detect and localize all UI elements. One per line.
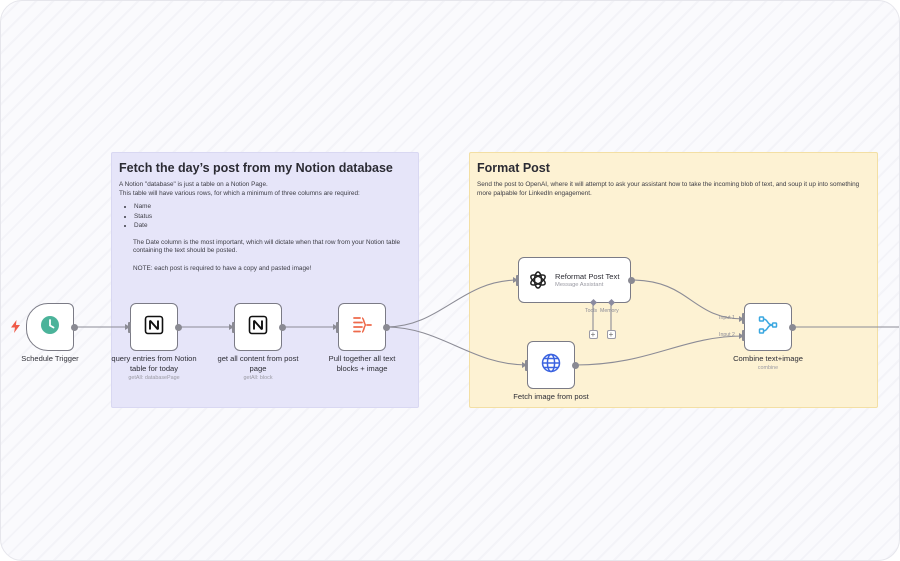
- node-subtitle: Message Assistant: [555, 282, 604, 288]
- output-handle[interactable]: [383, 323, 390, 331]
- required-columns-list: Name Status Date: [119, 202, 411, 231]
- add-tool-button[interactable]: +: [588, 330, 598, 339]
- sticky-note-notion[interactable]: Fetch the day’s post from my Notion data…: [111, 152, 419, 408]
- node-label: Fetch image from post: [513, 392, 589, 401]
- node-reformat-post[interactable]: Reformat Post Text Message Assistant: [516, 257, 635, 303]
- node-label: query entries from Notion table for toda…: [111, 354, 197, 373]
- output-handle[interactable]: [572, 361, 579, 369]
- code-icon: [351, 315, 373, 340]
- input-handle[interactable]: [516, 274, 519, 286]
- clock-icon: [40, 315, 60, 340]
- output-handle[interactable]: [279, 323, 286, 331]
- lightning-icon: [11, 320, 20, 338]
- memory-label: Memory: [600, 308, 619, 314]
- node-get-content[interactable]: [232, 303, 286, 351]
- output-handle[interactable]: [175, 323, 182, 331]
- node-label: Pull together all text blocks + image: [328, 354, 396, 373]
- list-item: Date: [134, 221, 411, 231]
- sticky-note-text: A Notion "database" is just a table on a…: [119, 181, 268, 188]
- node-subtitle: combine: [757, 365, 779, 371]
- node-pull-together[interactable]: [336, 303, 390, 351]
- input-1-label: Input 1: [719, 315, 735, 321]
- node-label: Combine text+image: [733, 354, 803, 363]
- node-subtitle: getAll: block: [243, 375, 273, 381]
- sticky-note-title: Fetch the day’s post from my Notion data…: [119, 161, 393, 175]
- sticky-note-text: This table will have various rows, for w…: [119, 189, 360, 197]
- node-label: get all content from post page: [217, 354, 299, 373]
- tools-label: Tools: [585, 308, 598, 314]
- node-fetch-image[interactable]: [525, 341, 579, 389]
- node-label: Schedule Trigger: [21, 354, 79, 363]
- input-handle[interactable]: [336, 321, 339, 333]
- input-handle-1[interactable]: [742, 313, 745, 324]
- globe-icon: [541, 353, 561, 378]
- node-combine[interactable]: [742, 303, 796, 351]
- merge-icon: [758, 315, 778, 340]
- openai-icon: [528, 270, 548, 290]
- input-2-label: Input 2: [719, 332, 735, 338]
- node-query-entries[interactable]: [128, 303, 182, 351]
- sticky-note-text: NOTE: each post is required to have a co…: [133, 264, 312, 272]
- notion-icon: [248, 315, 268, 340]
- output-handle[interactable]: [628, 276, 635, 284]
- node-label: Reformat Post Text: [555, 272, 620, 281]
- node-subtitle: getAll: databasePage: [128, 375, 180, 381]
- node-schedule-trigger[interactable]: [26, 303, 78, 351]
- input-handle[interactable]: [525, 359, 528, 371]
- input-handle-2[interactable]: [742, 330, 745, 341]
- list-item: Status: [134, 212, 411, 222]
- output-handle[interactable]: [71, 323, 78, 331]
- add-memory-button[interactable]: +: [606, 330, 616, 339]
- input-handle[interactable]: [232, 321, 235, 333]
- notion-icon: [144, 315, 164, 340]
- sticky-note-text: Send the post to OpenAI, where it will a…: [477, 181, 860, 197]
- list-item: Name: [134, 202, 411, 212]
- input-handle[interactable]: [128, 321, 131, 333]
- sticky-note-text: The Date column is the most important, w…: [133, 238, 401, 255]
- sticky-note-title: Format Post: [477, 161, 550, 175]
- output-handle[interactable]: [789, 323, 796, 331]
